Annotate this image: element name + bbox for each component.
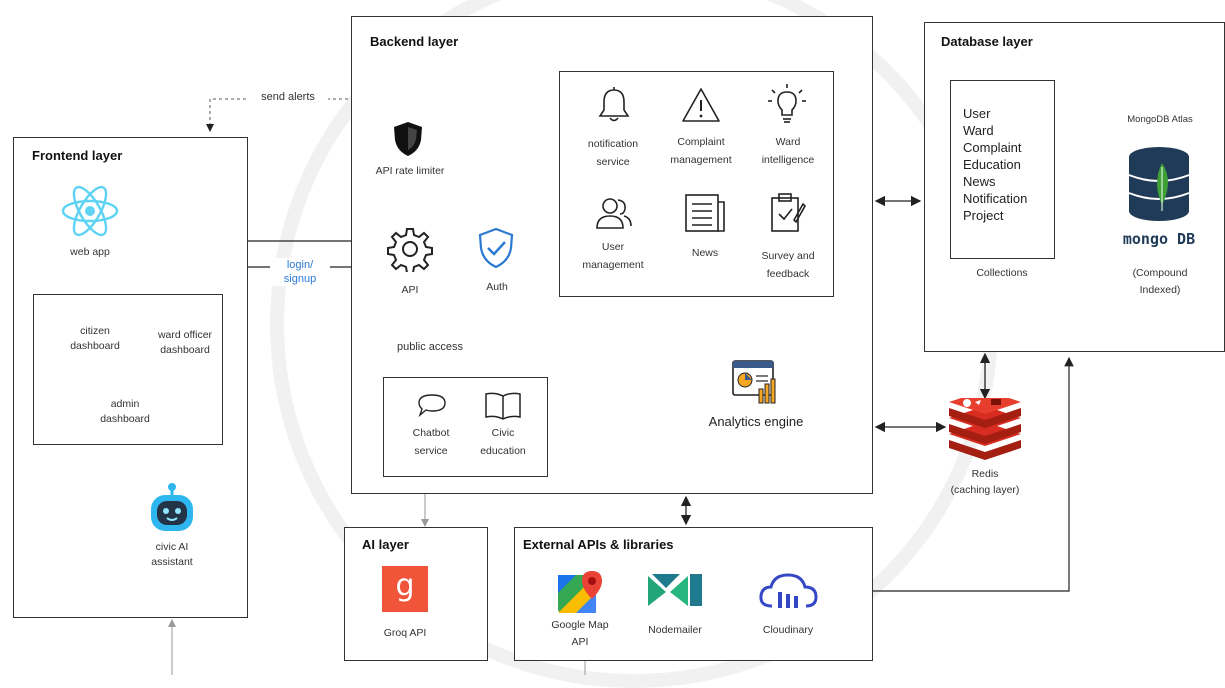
shield-icon bbox=[394, 122, 422, 156]
api-label: API bbox=[401, 284, 419, 296]
ward-officer-dashboard[interactable]: ward officer dashboard bbox=[157, 329, 213, 356]
complaint-management[interactable]: Complaint management bbox=[670, 136, 732, 166]
collection-item: Education bbox=[963, 157, 1021, 172]
robot-icon bbox=[151, 483, 193, 531]
collection-item: User bbox=[963, 106, 991, 121]
public-access-label: public access bbox=[380, 340, 480, 355]
user-management[interactable]: User management bbox=[582, 241, 644, 271]
google-map-api-label: Google Map API bbox=[551, 619, 609, 648]
chatbot-service[interactable]: Chatbot service bbox=[412, 427, 450, 457]
collection-item: News bbox=[963, 174, 996, 189]
services-box bbox=[559, 71, 834, 297]
analytics-engine-label: Analytics engine bbox=[708, 414, 804, 429]
chat-bubble-icon bbox=[418, 394, 446, 418]
groq-api-label: Groq API bbox=[383, 627, 427, 639]
cloudinary-icon bbox=[759, 573, 818, 608]
lightbulb-icon bbox=[768, 84, 806, 123]
send-alerts-line bbox=[206, 98, 600, 132]
groq-logo-letter: g bbox=[395, 568, 415, 603]
api-rate-limiter-label: API rate limiter bbox=[375, 165, 445, 177]
collection-item: Complaint bbox=[963, 140, 1022, 155]
mongodb-logo-text: mongo DB bbox=[1122, 230, 1196, 248]
bell-icon bbox=[598, 87, 630, 122]
analytics-icon bbox=[732, 360, 776, 404]
mongodb-database-icon bbox=[1128, 147, 1190, 221]
compound-indexed-label: (Compound Indexed) bbox=[1132, 267, 1188, 296]
gear-icon bbox=[387, 228, 433, 272]
collection-item: Ward bbox=[963, 123, 994, 138]
nodemailer-label: Nodemailer bbox=[648, 624, 702, 636]
ai-layer-title: AI layer bbox=[362, 537, 409, 552]
notification-service[interactable]: notification service bbox=[587, 138, 639, 168]
admin-dashboard[interactable]: admin dashboard bbox=[100, 398, 150, 425]
auth-label: Auth bbox=[486, 281, 508, 293]
web-app-label: web app bbox=[70, 246, 110, 258]
login-signup-label: login/ signup bbox=[270, 258, 330, 286]
auth-shield-icon bbox=[478, 227, 514, 269]
book-icon bbox=[485, 392, 521, 420]
groq-logo-icon bbox=[382, 566, 428, 612]
collections-label: Collections bbox=[976, 267, 1028, 279]
send-alerts-label: send alerts bbox=[248, 90, 328, 105]
mongodb-atlas-label: MongoDB Atlas bbox=[1127, 114, 1193, 125]
collection-item: Notification bbox=[963, 191, 1028, 206]
newspaper-icon bbox=[685, 194, 725, 232]
database-layer-title: Database layer bbox=[941, 34, 1033, 49]
civic-education[interactable]: Civic education bbox=[480, 427, 526, 457]
survey-and-feedback[interactable]: Survey and feedback bbox=[761, 250, 815, 280]
cloudinary-label: Cloudinary bbox=[762, 624, 814, 636]
collections-list: User Ward Complaint Education News Notif… bbox=[963, 105, 1027, 224]
citizen-dashboard[interactable]: citizen dashboard bbox=[70, 325, 120, 352]
collection-item: Project bbox=[963, 208, 1004, 223]
warning-icon bbox=[682, 88, 720, 122]
collections-box bbox=[950, 80, 1055, 259]
nodemailer-icon bbox=[648, 574, 702, 606]
civic-ai-assistant-label: civic AI assistant bbox=[151, 541, 193, 568]
news-service[interactable]: News bbox=[691, 247, 719, 259]
backend-layer-title: Backend layer bbox=[370, 34, 459, 49]
external-layer-title: External APIs & libraries bbox=[523, 537, 674, 552]
redis-label: Redis (caching layer) bbox=[950, 468, 1020, 496]
redis-icon bbox=[949, 398, 1021, 460]
ward-intelligence[interactable]: Ward intelligence bbox=[761, 136, 815, 166]
frontend-layer-title: Frontend layer bbox=[32, 148, 123, 163]
react-icon bbox=[61, 185, 119, 237]
google-maps-icon bbox=[558, 571, 602, 613]
dashboards-box bbox=[33, 294, 223, 445]
users-icon bbox=[596, 198, 632, 229]
clipboard-icon bbox=[771, 193, 806, 232]
cloudinary-database-line bbox=[818, 356, 1074, 592]
